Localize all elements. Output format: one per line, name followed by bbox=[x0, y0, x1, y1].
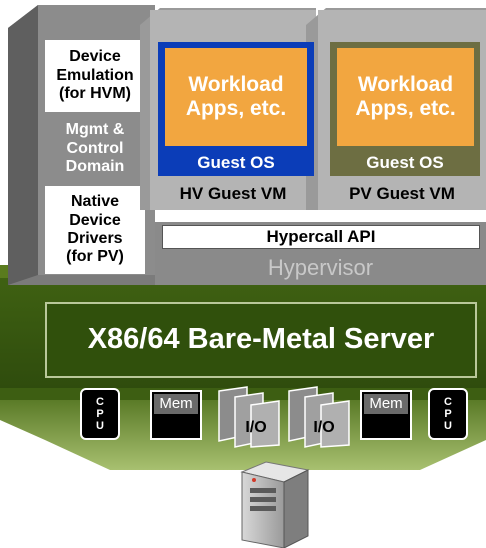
io-card-icon bbox=[218, 386, 280, 448]
mgmt-domain-label: Mgmt & Control Domain bbox=[65, 121, 125, 176]
cpu-chip-icon: C P U bbox=[96, 395, 104, 433]
hypervisor-label: Hypervisor bbox=[267, 255, 374, 281]
memory-module-icon: Mem bbox=[364, 394, 408, 414]
cpu-chip-right: C P U bbox=[428, 388, 468, 440]
cpu-chip-icon: C P U bbox=[444, 395, 452, 433]
memory-module-icon: Mem bbox=[154, 394, 198, 414]
server-tower-icon bbox=[240, 461, 310, 548]
hv-guest-vm-label: HV Guest VM bbox=[179, 184, 287, 204]
pv-guest-os-label: Guest OS bbox=[366, 153, 444, 173]
native-drivers-box: Native Device Drivers (for PV) bbox=[45, 186, 145, 274]
hypercall-api-bar: Hypercall API bbox=[162, 225, 480, 249]
io-card-icon bbox=[288, 386, 350, 448]
pv-workload-box: Workload Apps, etc. bbox=[337, 48, 474, 146]
io-label-right: I/O bbox=[313, 418, 335, 436]
pv-guest-vm-label: PV Guest VM bbox=[349, 184, 455, 204]
memory-module-left: Mem bbox=[150, 390, 202, 440]
device-emulation-box: Device Emulation (for HVM) bbox=[45, 40, 145, 112]
memory-module-right: Mem bbox=[360, 390, 412, 440]
bare-metal-server-bar: X86/64 Bare-Metal Server bbox=[45, 302, 477, 378]
io-label-left: I/O bbox=[245, 418, 267, 436]
cpu-chip-left: C P U bbox=[80, 388, 120, 440]
hv-workload-box: Workload Apps, etc. bbox=[165, 48, 307, 146]
hv-guest-os-label: Guest OS bbox=[197, 153, 275, 173]
